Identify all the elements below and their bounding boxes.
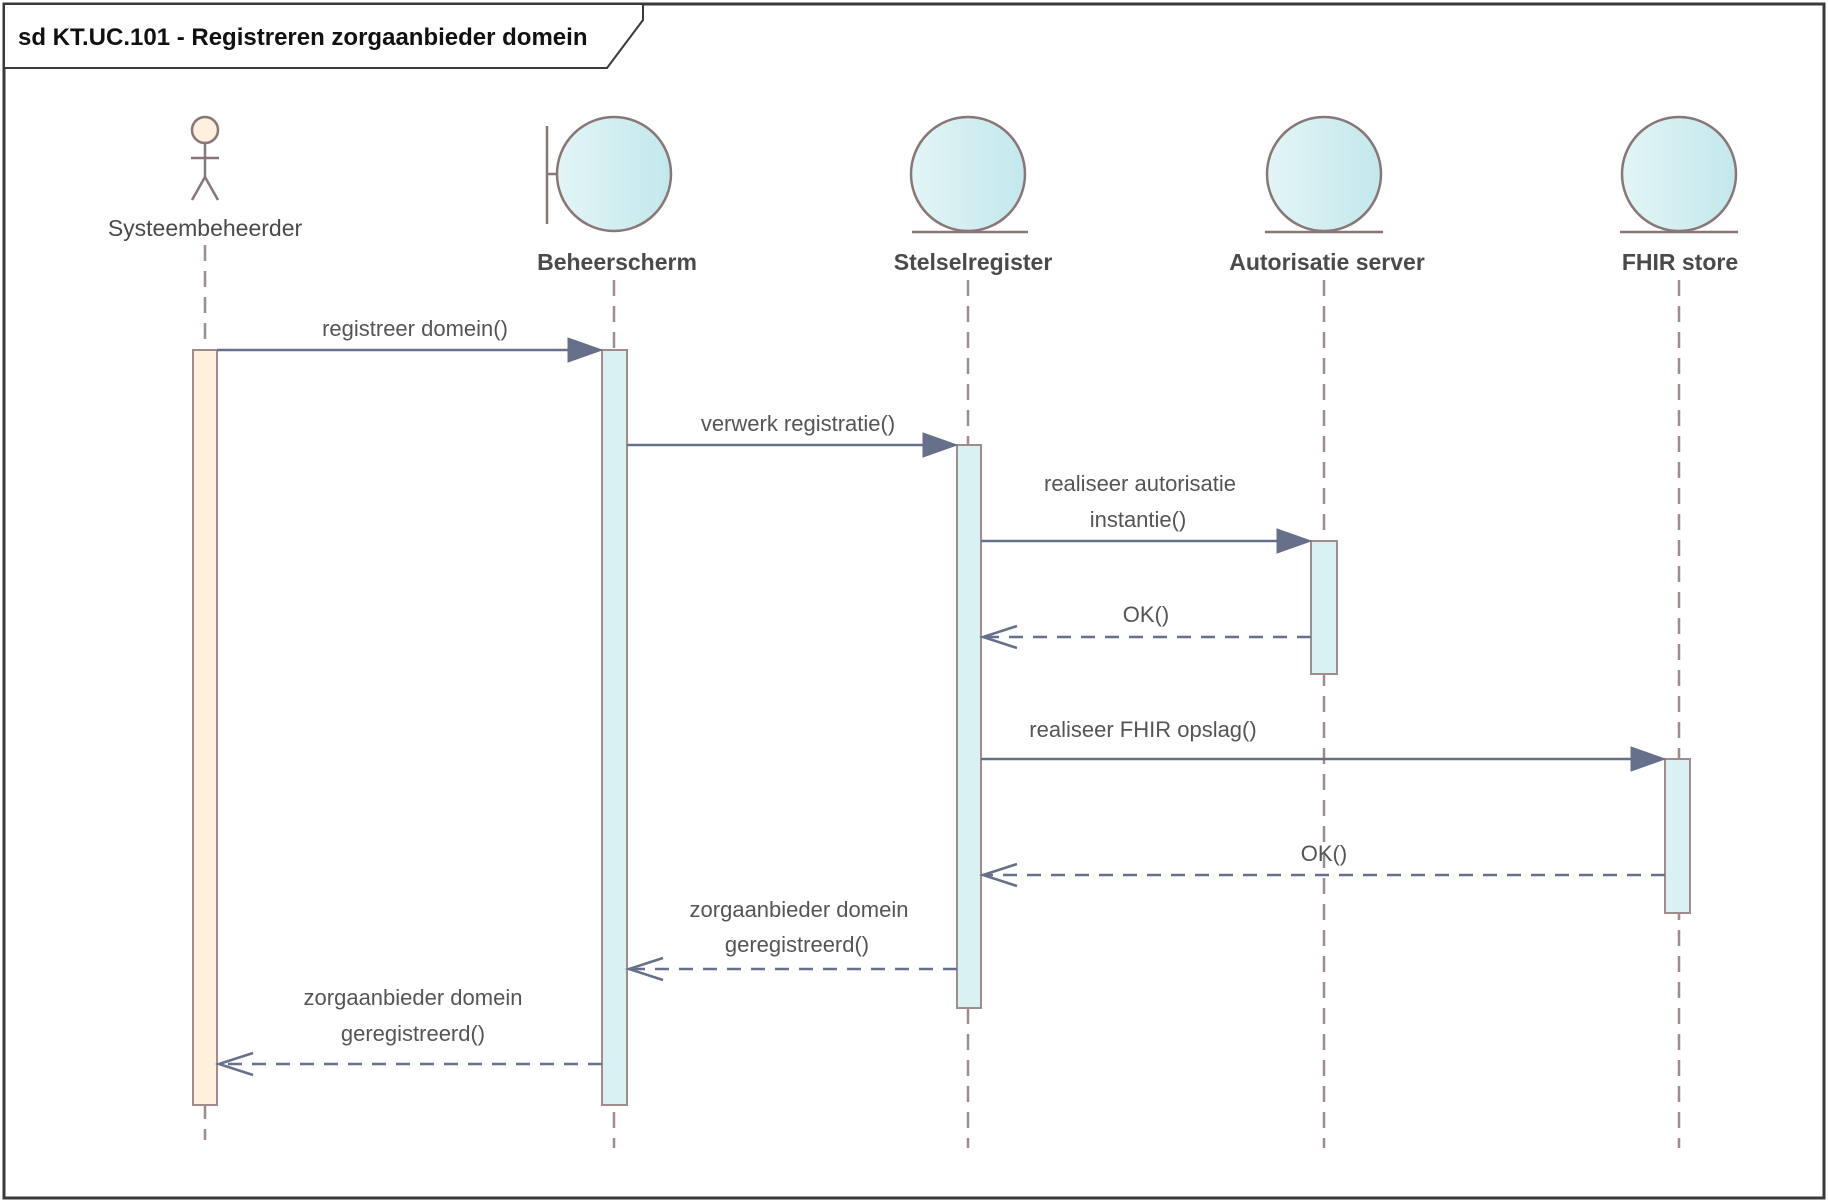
participant-label: Autorisatie server — [1229, 249, 1425, 275]
message-ok-fhir-store[interactable]: OK() — [978, 841, 1665, 888]
message-verwerk-registratie[interactable]: verwerk registratie() — [627, 411, 959, 458]
actor-icon — [190, 115, 220, 201]
participant-label: Beheerscherm — [537, 249, 697, 275]
message-realiseer-autorisatie-instantie[interactable]: realiseer autorisatie instantie() — [981, 471, 1313, 554]
participant-label: Systeembeheerder — [108, 215, 303, 241]
participant-autorisatie-server[interactable]: Autorisatie server — [1229, 115, 1425, 275]
frame-title-tab — [3, 3, 644, 69]
entity-icon — [1620, 115, 1738, 234]
arrowhead-filled-icon — [922, 432, 959, 458]
message-label: geregistreerd() — [341, 1021, 485, 1046]
message-label: realiseer autorisatie — [1044, 471, 1236, 496]
arrowhead-open-icon — [624, 956, 664, 982]
arrowhead-open-icon — [978, 624, 1018, 650]
message-label: verwerk registratie() — [701, 411, 895, 436]
message-zorgaanbieder-domein-geregistreerd-systeembeheerder[interactable]: zorgaanbieder domein geregistreerd() — [214, 985, 602, 1077]
message-label: registreer domein() — [322, 316, 508, 341]
participant-label: FHIR store — [1622, 249, 1738, 275]
activation-fhir-store — [1664, 758, 1691, 914]
activation-beheerscherm — [601, 349, 628, 1106]
arrowhead-filled-icon — [1276, 528, 1313, 554]
activation-systeembeheerder — [192, 349, 218, 1106]
message-label: realiseer FHIR opslag() — [1029, 717, 1256, 742]
activation-stelselregister — [956, 444, 982, 1009]
arrowhead-open-icon — [214, 1051, 254, 1077]
message-realiseer-fhir-opslag[interactable]: realiseer FHIR opslag() — [981, 717, 1667, 772]
boundary-icon — [545, 115, 673, 233]
message-label: geregistreerd() — [725, 932, 869, 957]
diagram-title: sd KT.UC.101 - Registreren zorgaanbieder… — [18, 24, 587, 51]
participant-systeembeheerder[interactable]: Systeembeheerder — [108, 115, 303, 241]
participant-beheerscherm[interactable]: Beheerscherm — [537, 115, 697, 275]
participant-fhir-store[interactable]: FHIR store — [1620, 115, 1738, 275]
message-zorgaanbieder-domein-geregistreerd-beheerscherm[interactable]: zorgaanbieder domein geregistreerd() — [624, 897, 957, 982]
entity-icon — [1265, 115, 1383, 234]
message-label: OK() — [1123, 602, 1169, 627]
arrowhead-filled-icon — [567, 337, 604, 363]
message-label: zorgaanbieder domein — [690, 897, 909, 922]
arrowhead-filled-icon — [1630, 746, 1667, 772]
message-label: instantie() — [1090, 507, 1187, 532]
entity-icon — [909, 115, 1028, 234]
message-registreer-domein[interactable]: registreer domein() — [217, 316, 604, 363]
participant-stelselregister[interactable]: Stelselregister — [894, 115, 1053, 275]
message-ok-autorisatie[interactable]: OK() — [978, 602, 1311, 650]
participant-label: Stelselregister — [894, 249, 1053, 275]
activation-autorisatie-server — [1310, 540, 1338, 675]
message-label: zorgaanbieder domein — [304, 985, 523, 1010]
message-label: OK() — [1301, 841, 1347, 866]
arrowhead-open-icon — [978, 862, 1018, 888]
